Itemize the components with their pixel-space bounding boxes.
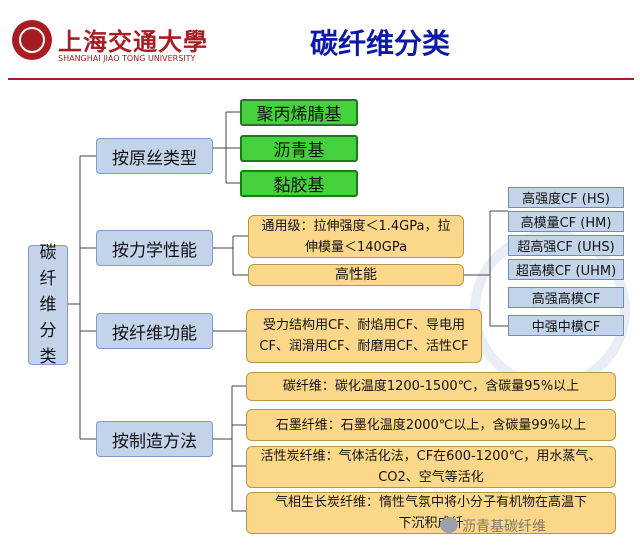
method-vapor-grown-fiber-box: 气相生长炭纤维：惰性气氛中将小分子有机物在高温下 下沉积成纤: [246, 492, 616, 534]
category-manufacturing-method: 按制造方法: [96, 421, 213, 457]
root-node-carbon-fiber-classification: 碳 纤 维 分 类: [28, 243, 68, 367]
hp-subtype-item: 高强高模CF: [508, 287, 624, 308]
function-types-line: 受力结构用CF、耐焰用CF、导电用: [262, 318, 466, 333]
precursor-item: 黏胶基: [240, 170, 358, 197]
root-char: 维: [39, 295, 57, 315]
general-grade-line: 通用级：拉伸强度＜1.4GPa，拉: [261, 218, 451, 234]
category-mechanical-properties: 按力学性能: [96, 230, 213, 266]
hp-subtype-item: 高模量CF (HM): [508, 211, 624, 232]
method-carbon-fiber-box: 碳纤维：碳化温度1200-1500℃，含碳量95%以上: [246, 372, 616, 401]
wechat-icon: [440, 517, 458, 533]
precursor-item: 聚丙烯腈基: [240, 99, 358, 126]
function-types-line: CF、润滑用CF、耐磨用CF、活性CF: [259, 339, 469, 354]
hp-subtype-item: 超高强CF (UHS): [508, 235, 624, 256]
root-char: 碳: [39, 243, 57, 263]
hp-subtype-item: 高强度CF (HS): [508, 187, 624, 208]
general-grade-line: 伸模量＜140GPa: [304, 239, 408, 255]
university-name-cn: 上海交通大學: [58, 27, 208, 56]
hp-subtype-item: 中强中模CF: [508, 315, 624, 336]
activated-carbon-line: CO2、空气等活化: [378, 470, 484, 485]
precursor-item: 沥青基: [240, 135, 358, 162]
university-seal-logo: [12, 20, 52, 60]
method-graphite-fiber-box: 石墨纤维：石墨化温度2000℃以上，含碳量99%以上: [246, 409, 616, 441]
method-activated-carbon-fiber-box: 活性炭纤维：气体活化法，CF在600-1200℃，用水蒸气、 CO2、空气等活化: [246, 446, 616, 488]
high-performance-box: 高性能: [248, 264, 464, 286]
activated-carbon-line: 活性炭纤维：气体活化法，CF在600-1200℃，用水蒸气、: [260, 449, 602, 464]
university-name-en: SHANGHAI JIAO TONG UNIVERSITY: [58, 54, 196, 63]
category-precursor-type: 按原丝类型: [96, 138, 213, 174]
root-char: 纤: [39, 269, 57, 289]
page-title: 碳纤维分类: [309, 27, 450, 60]
function-types-box: 受力结构用CF、耐焰用CF、导电用 CF、润滑用CF、耐磨用CF、活性CF: [246, 309, 482, 363]
root-char: 分: [39, 321, 57, 341]
root-char: 类: [39, 347, 57, 367]
category-fiber-function: 按纤维功能: [96, 313, 213, 349]
general-grade-box: 通用级：拉伸强度＜1.4GPa，拉 伸模量＜140GPa: [248, 215, 464, 258]
vapor-grown-line: 气相生长炭纤维：惰性气氛中将小分子有机物在高温下: [274, 495, 587, 510]
hp-subtype-item: 超高模CF (UHM): [508, 259, 624, 280]
wechat-watermark-text: 沥青基碳纤维: [462, 519, 546, 535]
title-divider: [8, 78, 634, 80]
